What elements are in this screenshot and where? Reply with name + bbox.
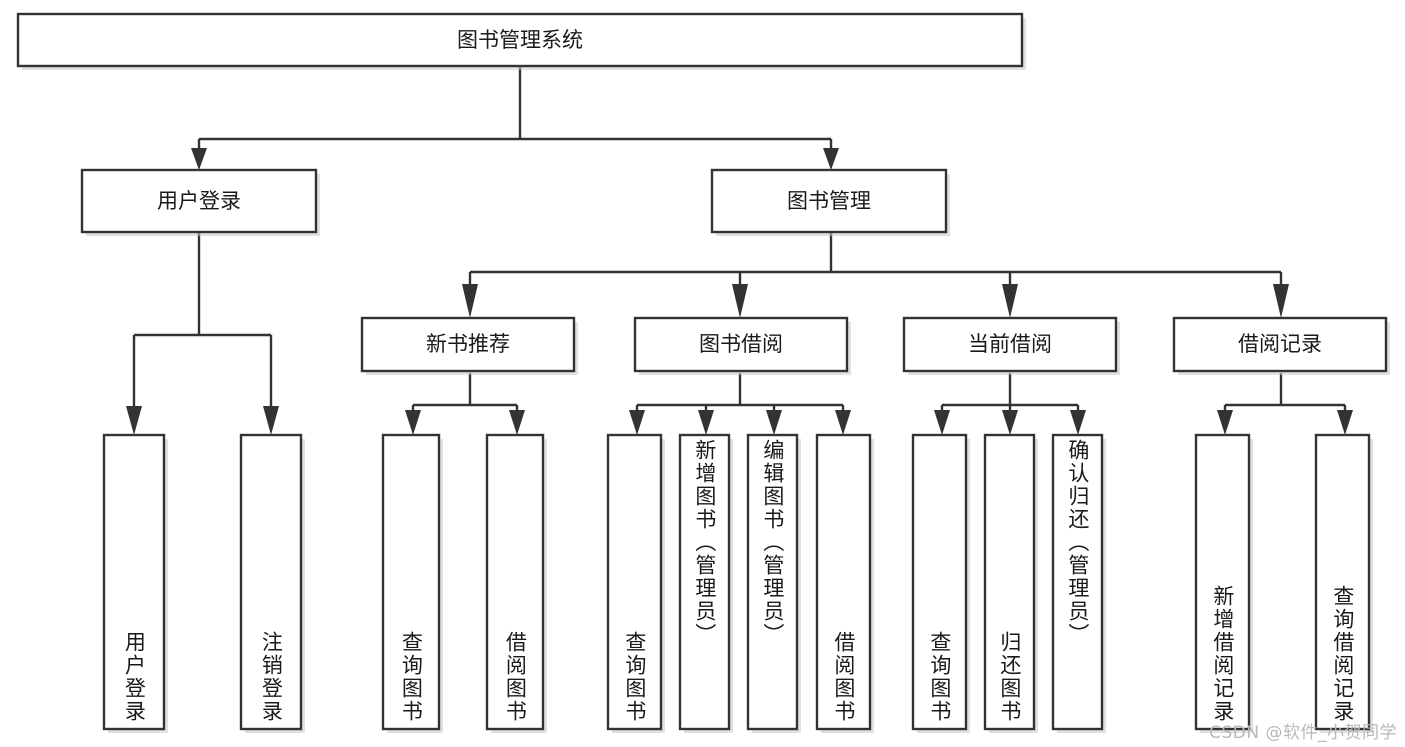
user-login-box <box>80 168 318 234</box>
leaf-borrow-record-1[interactable]: 新增借阅记录 <box>1194 433 1253 733</box>
leaf-box <box>746 433 799 731</box>
arrow-book-borrow-leaf-4 <box>835 410 851 435</box>
connector-layer <box>126 66 1353 435</box>
leaf-text-area: 查询图书 <box>622 631 647 723</box>
leaf-text-area: 确认归还（管理员） <box>1065 439 1090 646</box>
new-book-recommend-box <box>360 316 576 373</box>
leaf-book-borrow-4[interactable]: 借阅图书 <box>815 433 874 733</box>
borrow-record-label: 借阅记录 <box>1238 332 1322 356</box>
book-borrow-box <box>633 316 849 373</box>
leaf-text-area: 用户登录 <box>122 631 147 723</box>
arrow-to-new-book-recommend <box>462 284 478 318</box>
node-user-login[interactable]: 用户登录 <box>80 168 320 236</box>
leaf-new-book-1[interactable]: 查询图书 <box>381 433 443 733</box>
current-borrow-box <box>902 316 1118 373</box>
arrow-current-borrow-leaf-3 <box>1070 410 1086 435</box>
leaf-label-text: 新增借阅记录 <box>1210 585 1235 723</box>
arrow-root-to-book-manage <box>823 148 839 170</box>
leaf-box <box>1051 433 1104 731</box>
node-new-book-recommend[interactable]: 新书推荐 <box>360 316 578 375</box>
leaf-borrow-record-2[interactable]: 查询借阅记录 <box>1314 433 1373 733</box>
leaf-label-text: 查询图书 <box>399 631 424 723</box>
leaf-text-area: 编辑图书（管理员） <box>760 439 785 646</box>
node-current-borrow[interactable]: 当前借阅 <box>902 316 1120 375</box>
leaf-label-text: 归还图书 <box>997 631 1022 723</box>
user-login-label: 用户登录 <box>157 189 241 213</box>
leaf-user-login-2[interactable]: 注销登录 <box>239 433 305 733</box>
node-book-borrow[interactable]: 图书借阅 <box>633 316 851 375</box>
arrow-current-borrow-leaf-2 <box>1002 410 1018 435</box>
arrow-root-to-user-login <box>191 148 207 170</box>
arrow-new-book-leaf-2 <box>509 410 525 435</box>
leaf-label-text: 注销登录 <box>259 631 284 723</box>
leaf-current-borrow-1[interactable]: 查询图书 <box>911 433 970 733</box>
arrow-new-book-leaf-1 <box>405 410 421 435</box>
leaf-text-area: 归还图书 <box>997 631 1022 723</box>
leaf-box <box>983 433 1036 731</box>
leaf-text-area: 查询图书 <box>399 631 424 723</box>
arrow-user-login-leaf-1 <box>126 406 142 435</box>
leaf-box <box>815 433 872 731</box>
leaf-text-area: 查询借阅记录 <box>1330 585 1355 723</box>
borrow-record-box <box>1172 316 1388 373</box>
leaf-text-area: 借阅图书 <box>831 631 856 723</box>
leaf-box <box>911 433 968 731</box>
leaf-current-borrow-2[interactable]: 归还图书 <box>983 433 1038 733</box>
book-manage-label: 图书管理 <box>787 189 871 213</box>
root-label: 图书管理系统 <box>457 28 583 52</box>
leaf-text-area: 借阅图书 <box>503 631 528 723</box>
leaf-box <box>678 433 731 731</box>
leaf-new-book-2[interactable]: 借阅图书 <box>485 433 547 733</box>
arrow-book-borrow-leaf-1 <box>629 410 645 435</box>
leaf-text-area: 注销登录 <box>259 631 284 723</box>
arrow-borrow-record-leaf-2 <box>1337 410 1353 435</box>
node-root[interactable]: 图书管理系统 <box>16 12 1026 70</box>
leaf-user-login-1[interactable]: 用户登录 <box>102 433 168 733</box>
leaf-book-borrow-2[interactable]: 新增图书（管理员） <box>678 433 733 733</box>
arrow-book-borrow-leaf-3 <box>766 410 782 435</box>
leaf-text-area: 新增图书（管理员） <box>692 439 717 646</box>
leaf-book-borrow-3[interactable]: 编辑图书（管理员） <box>746 433 801 733</box>
leaf-label-text: 用户登录 <box>122 631 147 723</box>
leaf-text-area: 查询图书 <box>927 631 952 723</box>
current-borrow-label: 当前借阅 <box>968 332 1052 356</box>
arrow-to-borrow-record <box>1273 284 1289 318</box>
arrow-current-borrow-leaf-1 <box>934 410 950 435</box>
leaf-label-text: 查询图书 <box>622 631 647 723</box>
book-borrow-label: 图书借阅 <box>699 332 783 356</box>
leaf-text-area: 新增借阅记录 <box>1210 585 1235 723</box>
node-book-manage[interactable]: 图书管理 <box>710 168 950 236</box>
leaf-label-text: 查询图书 <box>927 631 952 723</box>
leaf-box <box>606 433 663 731</box>
leaf-box <box>1314 433 1371 731</box>
leaf-label-text: 确认归还（管理员） <box>1065 439 1090 646</box>
leaf-label-text: 借阅图书 <box>831 631 856 723</box>
leaf-label-text: 新增图书（管理员） <box>692 439 717 646</box>
leaf-box <box>381 433 441 731</box>
leaf-box <box>485 433 545 731</box>
leaf-current-borrow-3[interactable]: 确认归还（管理员） <box>1051 433 1106 733</box>
leaf-box <box>239 433 303 731</box>
arrow-user-login-leaf-2 <box>263 406 279 435</box>
arrow-to-book-borrow <box>732 284 748 318</box>
book-manage-box <box>710 168 948 234</box>
arrow-book-borrow-leaf-2 <box>698 410 714 435</box>
leaf-label-text: 借阅图书 <box>503 631 528 723</box>
leaf-box <box>102 433 166 731</box>
leaf-label-text: 查询借阅记录 <box>1330 585 1355 723</box>
leaf-label-text: 编辑图书（管理员） <box>760 439 785 646</box>
arrow-borrow-record-leaf-1 <box>1217 410 1233 435</box>
new-book-recommend-label: 新书推荐 <box>426 332 510 356</box>
leaf-book-borrow-1[interactable]: 查询图书 <box>606 433 665 733</box>
leaf-box <box>1194 433 1251 731</box>
arrow-to-current-borrow <box>1002 284 1018 318</box>
root-box <box>16 12 1024 68</box>
node-borrow-record[interactable]: 借阅记录 <box>1172 316 1390 375</box>
